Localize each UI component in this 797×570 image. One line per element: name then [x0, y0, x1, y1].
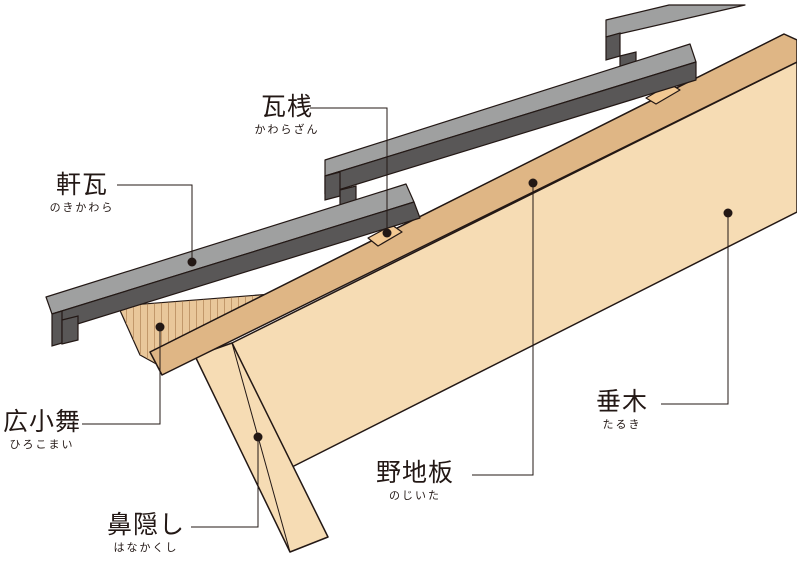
label-noji-ita-reading: のじいた — [389, 489, 441, 502]
label-noji-ita: 野地板 のじいた — [361, 460, 469, 501]
label-hiro-komai: 広小舞 ひろこまい — [0, 409, 84, 450]
label-hiro-komai-reading: ひろこまい — [9, 438, 75, 451]
label-taruki: 垂木 たるき — [584, 389, 660, 430]
label-taruki-text: 垂木 — [595, 387, 648, 416]
label-noki-gawara-reading: のきかわら — [49, 201, 115, 214]
label-hana-kakushi-reading: はなかくし — [113, 541, 179, 554]
leader-lines — [82, 107, 729, 528]
label-noki-gawara: 軒瓦 のきかわら — [42, 172, 122, 213]
label-kawara-zan-text: 瓦桟 — [260, 92, 313, 121]
label-kawara-zan: 瓦桟 かわらざん — [247, 94, 327, 135]
label-hiro-komai-text: 広小舞 — [2, 407, 81, 436]
label-hana-kakushi: 鼻隠し はなかくし — [98, 512, 194, 553]
label-noki-gawara-text: 軒瓦 — [55, 170, 108, 199]
label-taruki-reading: たるき — [602, 418, 642, 431]
label-noji-ita-text: 野地板 — [375, 458, 454, 487]
tile-row-3-top — [605, 4, 746, 38]
label-hana-kakushi-text: 鼻隠し — [106, 510, 185, 539]
label-kawara-zan-reading: かわらざん — [254, 123, 320, 136]
